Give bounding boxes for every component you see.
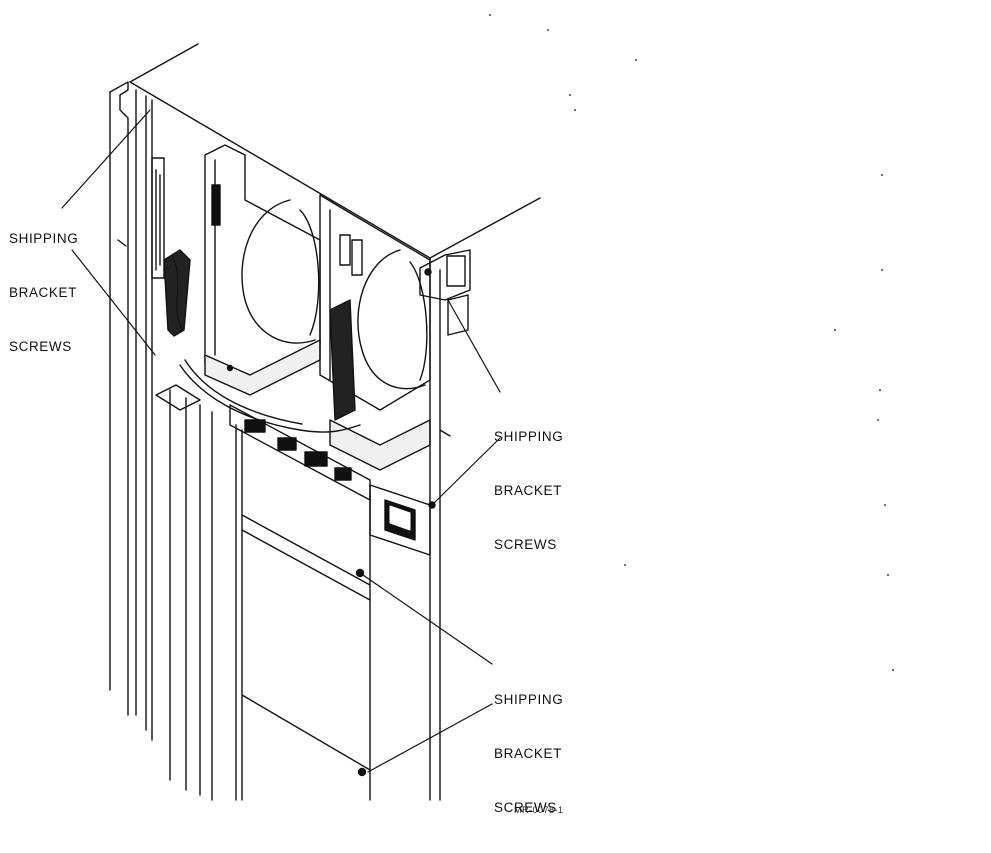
- callout-line: SHIPPING: [494, 692, 564, 707]
- cabinet-illustration: [61, 14, 894, 801]
- figure-id: MR-0078-1: [514, 805, 564, 815]
- diagram-canvas: SHIPPING BRACKET SCREWS SHIPPING BRACKET…: [9, 14, 894, 815]
- callout-right-top-shipping-bracket-screws: SHIPPING BRACKET SCREWS: [494, 392, 563, 590]
- callout-line: BRACKET: [494, 483, 562, 498]
- cabinet-top-edges: [129, 43, 541, 259]
- cable-tray: [179, 359, 371, 501]
- right-fan-assembly: [319, 194, 431, 471]
- callout-line: SCREWS: [494, 800, 557, 815]
- left-fan-assembly: [204, 144, 321, 396]
- callout-line: BRACKET: [9, 285, 77, 300]
- power-switch-panel: [369, 484, 436, 556]
- callout-right-bottom-shipping-bracket-screws: SHIPPING BRACKET SCREWS: [494, 655, 563, 853]
- callout-line: BRACKET: [494, 746, 562, 761]
- left-bracket: [151, 157, 191, 337]
- left-rail: [109, 81, 153, 741]
- callout-line: SHIPPING: [9, 231, 79, 246]
- callout-left-shipping-bracket-screws: SHIPPING BRACKET SCREWS: [9, 194, 78, 392]
- callout-line: SCREWS: [9, 339, 72, 354]
- leader-lines: [61, 109, 501, 773]
- scan-specks: [489, 14, 894, 671]
- callout-line: SHIPPING: [494, 429, 564, 444]
- lower-front-panels: [155, 384, 371, 801]
- callout-line: SCREWS: [494, 537, 557, 552]
